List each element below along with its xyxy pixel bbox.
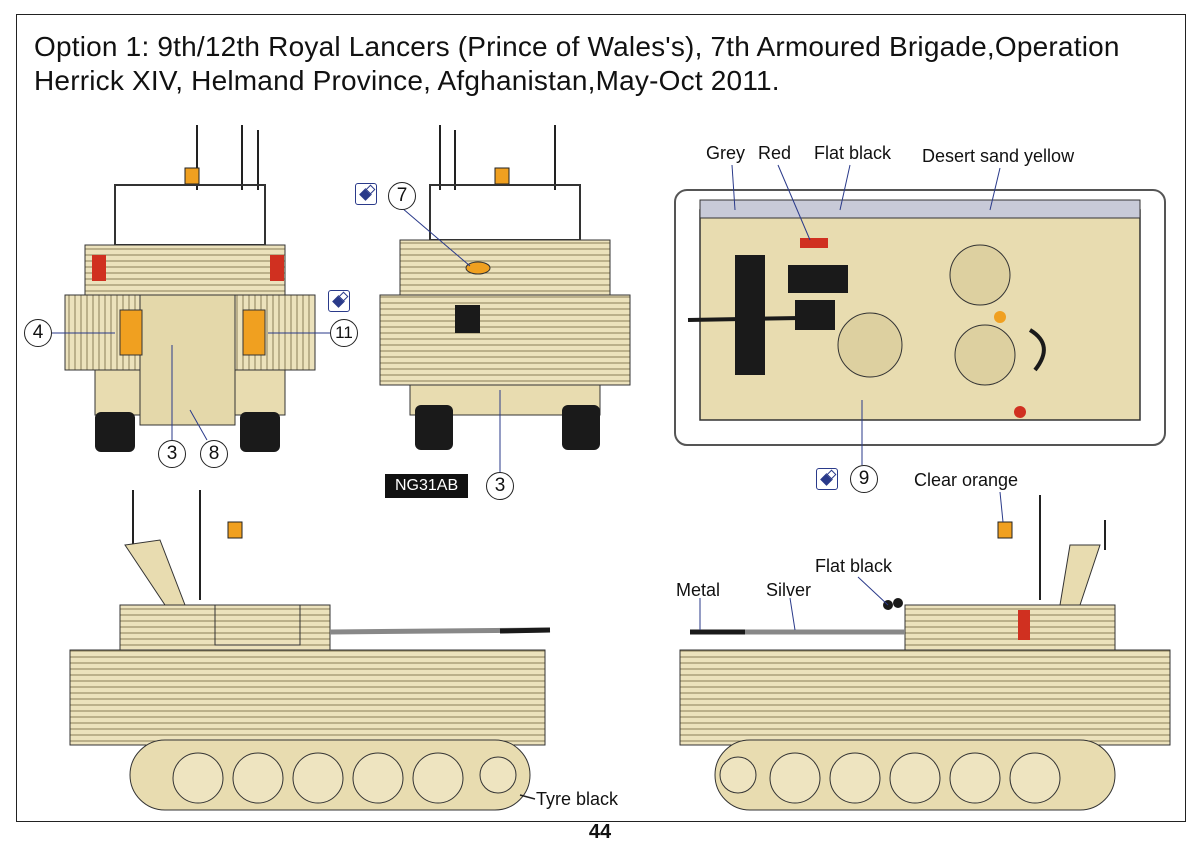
page-number: 44 bbox=[588, 821, 612, 843]
callout-7: 7 bbox=[388, 182, 416, 210]
callout-8: 8 bbox=[200, 440, 228, 468]
licence-plate-label: NG31AB bbox=[385, 474, 469, 498]
front-view bbox=[379, 125, 631, 450]
label-silver: Silver bbox=[766, 580, 812, 600]
decal-icon bbox=[328, 290, 350, 312]
decal-icon bbox=[355, 183, 377, 205]
label-tyre-black: Tyre black bbox=[536, 789, 619, 809]
title-line-1: Option 1: 9th/12th Royal Lancers (Prince… bbox=[34, 31, 1120, 62]
label-flat-black-side: Flat black bbox=[815, 556, 893, 576]
callout-3-front: 3 bbox=[486, 472, 514, 500]
label-desert-sand-yellow: Desert sand yellow bbox=[922, 146, 1075, 166]
top-view bbox=[674, 189, 1166, 446]
callout-9: 9 bbox=[850, 465, 878, 493]
callout-3-rear: 3 bbox=[158, 440, 186, 468]
callout-11: 11 bbox=[330, 319, 358, 347]
rear-view bbox=[64, 125, 316, 452]
leader-lines bbox=[52, 164, 1004, 631]
label-metal: Metal bbox=[676, 580, 721, 600]
label-clear-orange: Clear orange bbox=[914, 470, 1019, 490]
page-title: Option 1: 9th/12th Royal Lancers (Prince… bbox=[34, 30, 1164, 98]
label-red: Red bbox=[758, 143, 792, 163]
label-grey: Grey bbox=[706, 143, 746, 163]
callout-4: 4 bbox=[24, 319, 52, 347]
decal-icon bbox=[816, 468, 838, 490]
left-side-view bbox=[69, 490, 551, 811]
label-flat-black-top: Flat black bbox=[814, 143, 892, 163]
right-side-view bbox=[679, 495, 1171, 811]
title-line-2: Herrick XIV, Helmand Province, Afghanist… bbox=[34, 65, 780, 96]
